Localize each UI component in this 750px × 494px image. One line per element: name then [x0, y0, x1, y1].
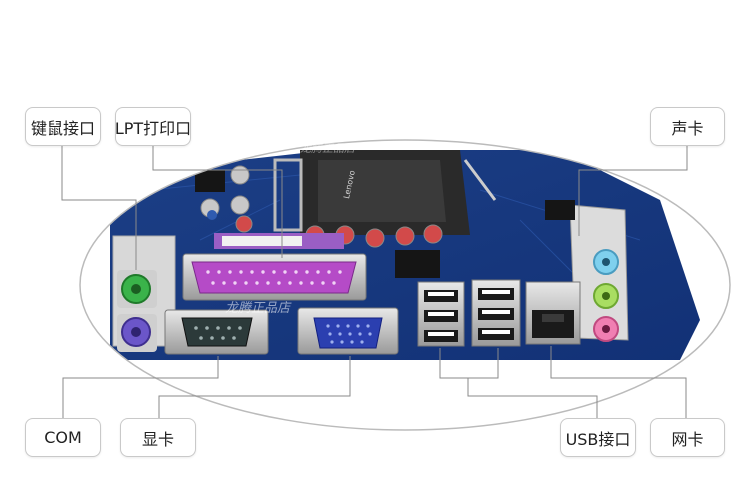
- label-audio: 声卡: [650, 107, 725, 146]
- label-usb-port: USB接口: [560, 418, 636, 457]
- watermark-text: 龙腾正品店: [225, 301, 291, 316]
- ps2-ports: [117, 270, 157, 352]
- lan-port: [525, 281, 581, 345]
- label-network: 网卡: [650, 418, 725, 457]
- watermark-text-top: 龙腾正品店: [300, 142, 355, 155]
- label-graphics: 显卡: [120, 418, 196, 457]
- leader-lines: [61, 146, 688, 418]
- audio-jacks: [593, 249, 619, 342]
- vga-port: [297, 307, 399, 355]
- highlight-ellipse: [79, 139, 731, 431]
- lpt-port: [182, 253, 367, 301]
- cpu-socket: [273, 150, 497, 235]
- label-com-port: COM: [25, 418, 101, 457]
- usb-ports: [417, 279, 521, 347]
- label-lpt-port: LPT打印口: [115, 107, 191, 146]
- label-keyboard-mouse: 键鼠接口: [25, 107, 101, 146]
- com-port: [164, 309, 269, 355]
